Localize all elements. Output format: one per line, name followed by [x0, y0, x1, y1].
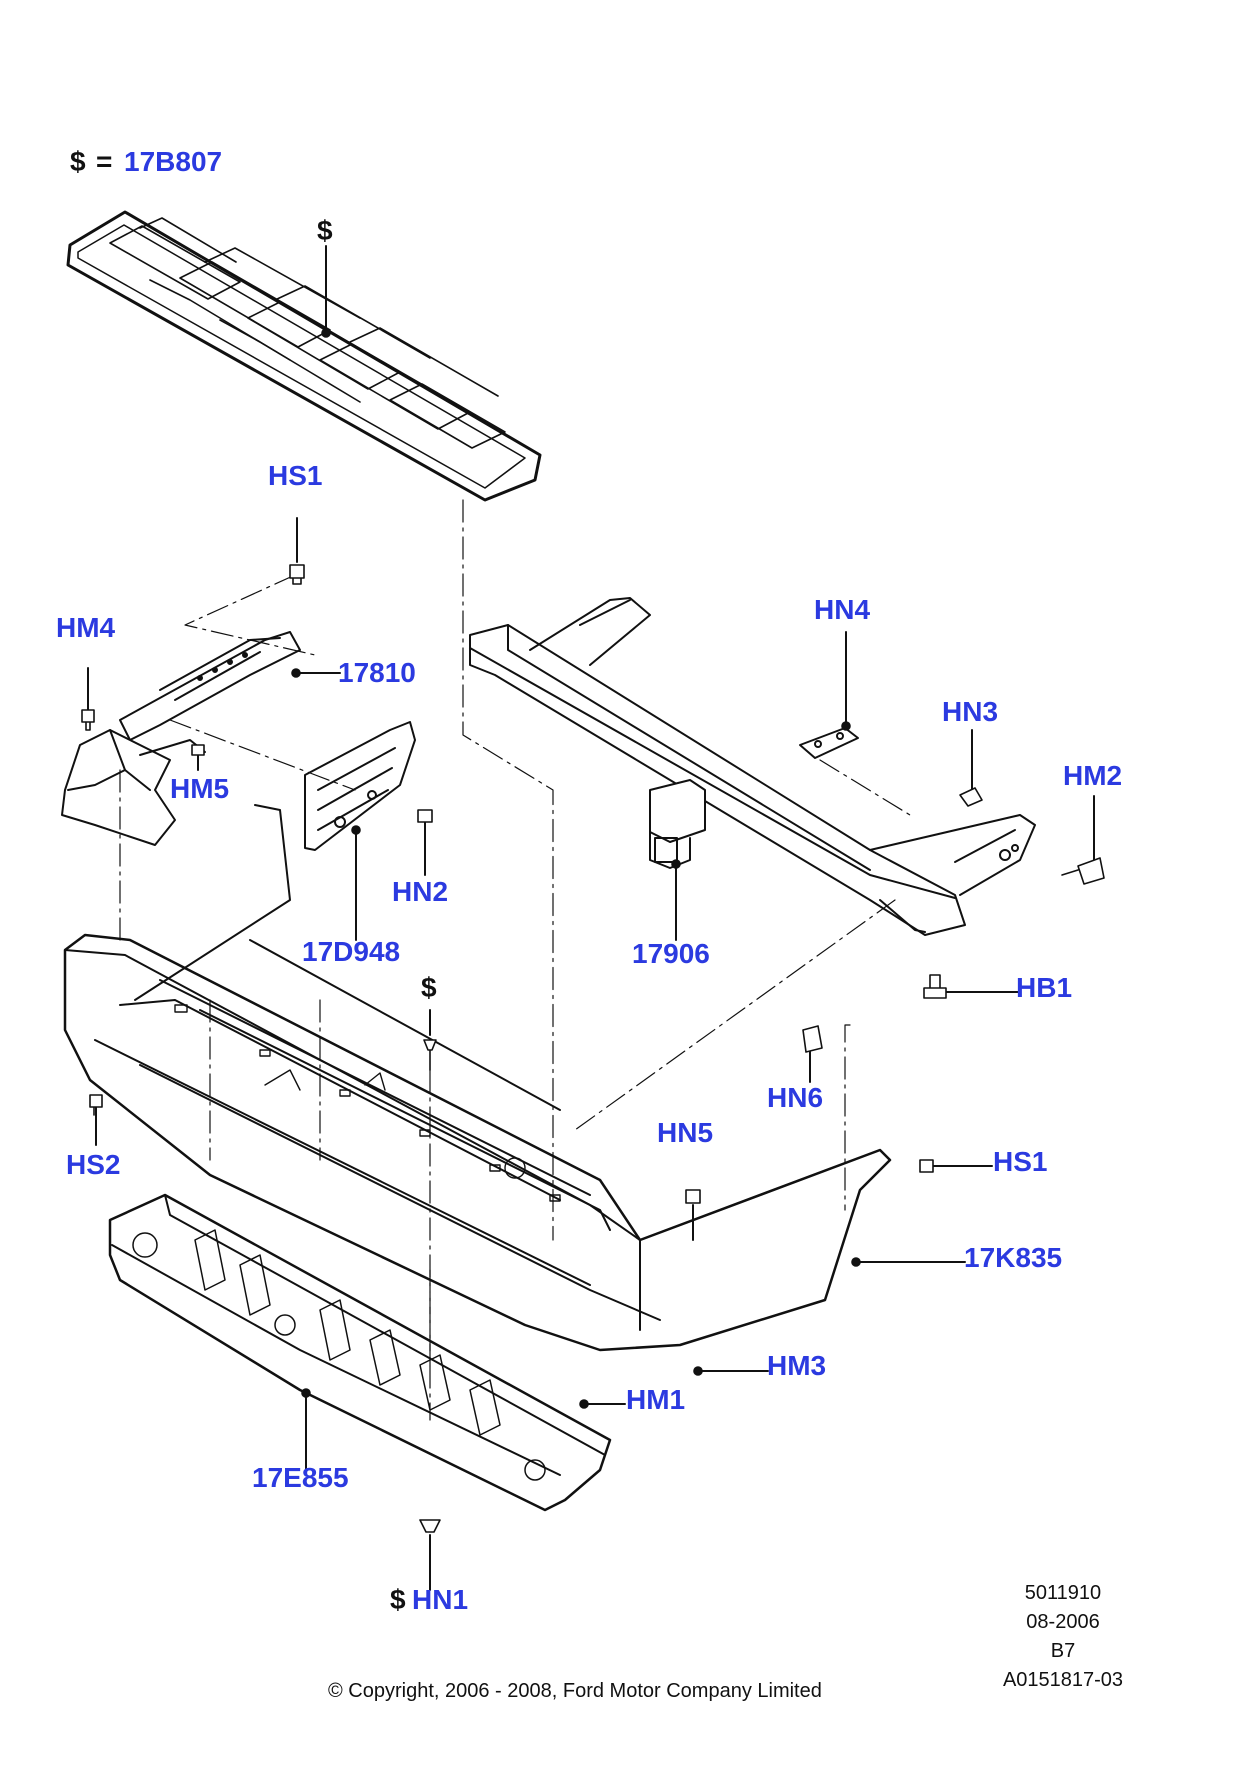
callout-hm5: HM5: [170, 773, 230, 804]
clip-hn3: [959, 787, 983, 807]
fastener-dot: [301, 1388, 311, 1398]
callout-17810: 17810: [338, 657, 416, 688]
callout-hm3: HM3: [767, 1350, 827, 1381]
bracket-17d948-part: [304, 721, 416, 851]
fastener-dot: [351, 825, 361, 835]
fastener-dot: [841, 721, 851, 731]
fastener-dot: [693, 1366, 703, 1376]
callout-hn6: HN6: [767, 1082, 824, 1113]
leader-lines: [87, 245, 1095, 1591]
callout-17k835: 17K835: [964, 1242, 1063, 1273]
screw-hm4: [81, 709, 95, 731]
clip-hn1: [419, 1519, 441, 1533]
clip-hn4-part: [799, 727, 859, 759]
nut-hn2: [417, 809, 433, 823]
info-date: 08-2006: [1026, 1611, 1100, 1633]
fastener-dot: [671, 859, 681, 869]
info-code: B7: [1050, 1640, 1076, 1662]
clip-hn6: [802, 1025, 823, 1053]
fastener-dot: [291, 668, 301, 678]
fastener-dot: [321, 328, 331, 338]
bumper-cover-17k835-part: [63, 804, 892, 1352]
callout-dollar-mid: $: [421, 972, 437, 1003]
callout-hs1-upper: HS1: [268, 460, 323, 491]
fastener-dot: [579, 1399, 589, 1409]
screw-hs1-upper: [289, 564, 305, 585]
bolt-hb1: [923, 974, 947, 999]
callout-hm4: HM4: [56, 612, 116, 643]
callout-hs2: HS2: [66, 1149, 121, 1180]
legend-equals: =: [96, 146, 113, 177]
callout-hs1-lower: HS1: [993, 1146, 1048, 1177]
info-ref: 5011910: [1024, 1582, 1102, 1604]
copyright-notice: © Copyright, 2006 - 2008, Ford Motor Com…: [328, 1680, 822, 1702]
callout-dollar-bottom: $: [390, 1584, 406, 1615]
legend-part-number: 17B807: [124, 146, 223, 177]
rivet-dollar-mid: [423, 1039, 437, 1071]
callout-hm2: HM2: [1063, 760, 1123, 791]
callout-hn2: HN2: [392, 876, 449, 907]
callout-hn4: HN4: [814, 594, 871, 625]
screw-hs1-lower: [919, 1159, 934, 1173]
fastener-dot: [851, 1257, 861, 1267]
scuff-plate-part: [66, 210, 542, 502]
callout-dollar-top: $: [317, 215, 333, 246]
energy-absorber-17e855-part: [108, 1193, 612, 1512]
callout-17e855: 17E855: [252, 1462, 349, 1493]
screw-hm5: [191, 744, 205, 756]
fasteners: [81, 328, 1105, 1533]
callout-hb1: HB1: [1016, 972, 1073, 1003]
callout-17906: 17906: [632, 938, 710, 969]
info-illustration-id: A0151817-03: [1002, 1669, 1124, 1691]
assembly-lines: [119, 499, 911, 1421]
bracket-17810-part: [119, 631, 301, 741]
callout-hm1: HM1: [626, 1384, 686, 1415]
legend-symbol: $: [70, 146, 86, 177]
tow-bar-17906-part: [469, 597, 1036, 936]
clip-hn5: [685, 1189, 701, 1204]
callout-17d948: 17D948: [302, 936, 401, 967]
screw-hs2: [89, 1094, 103, 1116]
bolt-hm2: [1061, 857, 1105, 885]
callout-hn1: HN1: [412, 1584, 469, 1615]
callout-hn3: HN3: [942, 696, 999, 727]
callout-hn5: HN5: [657, 1117, 714, 1148]
